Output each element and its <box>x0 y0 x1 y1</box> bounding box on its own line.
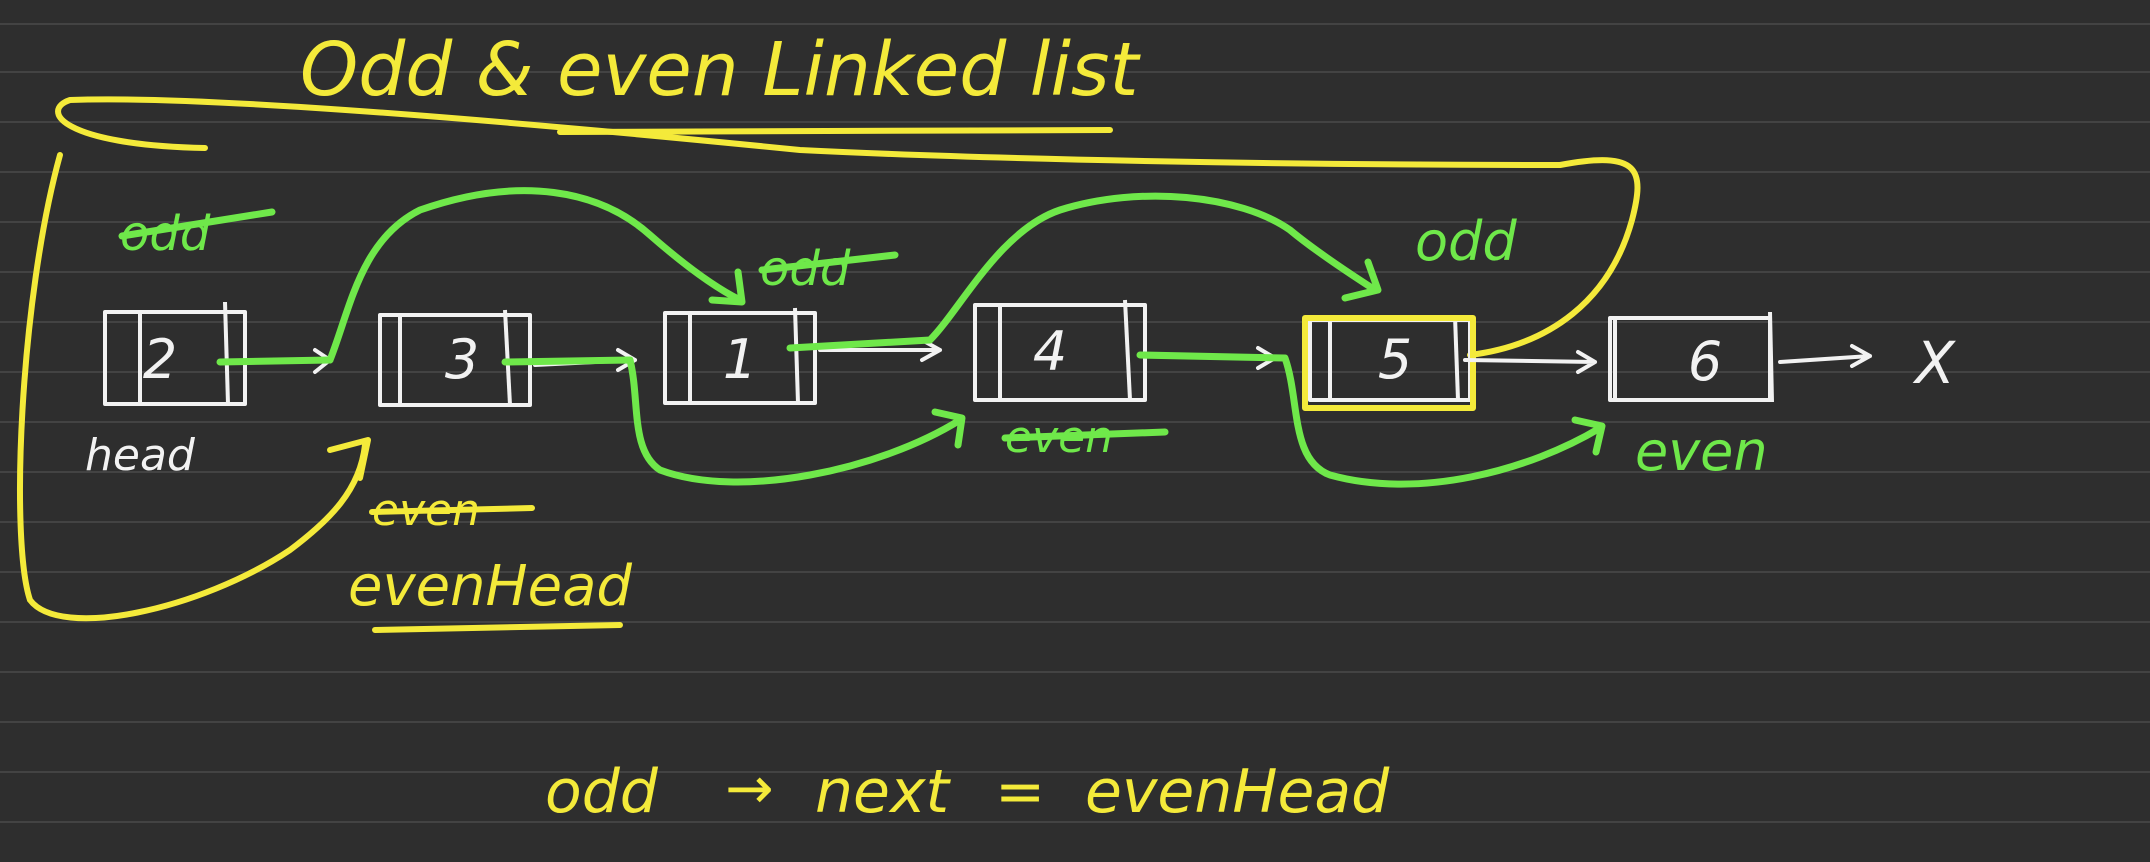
linked-list-nodes: 2 3 1 4 <box>103 299 1774 411</box>
node-6: 6 <box>1608 311 1774 403</box>
formula-rhs: evenHead <box>1085 757 1390 827</box>
odd-next-to-evenhead-loop <box>17 96 1641 622</box>
even-head-label: evenHead <box>348 554 632 619</box>
node-5: 5 <box>1302 315 1476 411</box>
null-marker: X <box>1912 329 1956 397</box>
even-head-underline <box>372 622 623 633</box>
node-value: 5 <box>1378 328 1412 391</box>
formula-arrow: → <box>725 754 774 822</box>
even-label-2-strike <box>1001 428 1169 442</box>
odd-pointer-arrows <box>216 187 1382 366</box>
odd-label-3: odd <box>1415 210 1517 273</box>
formula-lhs: odd <box>545 757 659 827</box>
node-3: 1 <box>663 307 817 405</box>
even-label-3: even <box>1635 420 1768 483</box>
node-value: 3 <box>445 328 479 391</box>
node-value: 4 <box>1033 320 1067 383</box>
node-value: 6 <box>1688 330 1722 393</box>
node-highlight-box <box>1302 315 1476 411</box>
node-2: 3 <box>378 309 532 407</box>
node-value: 2 <box>143 328 177 391</box>
even-pointer-arrows <box>501 351 1606 488</box>
node-value: 1 <box>723 328 757 391</box>
diagram-title: Odd & even Linked list <box>300 27 1141 113</box>
formula-equals: = <box>995 757 1045 827</box>
even-label-1-strike <box>369 505 535 515</box>
formula-field: next <box>815 757 951 827</box>
ruled-lines <box>0 23 2150 823</box>
head-label: head <box>85 430 196 481</box>
title-underline <box>557 127 1113 135</box>
loop-arrowhead <box>327 437 371 481</box>
node-1: 2 <box>103 301 247 406</box>
node-4: 4 <box>973 299 1147 402</box>
odd-label-2-strike <box>758 251 899 274</box>
odd-label-1-strike <box>118 208 276 240</box>
formula: odd → next = evenHead <box>545 754 1390 827</box>
